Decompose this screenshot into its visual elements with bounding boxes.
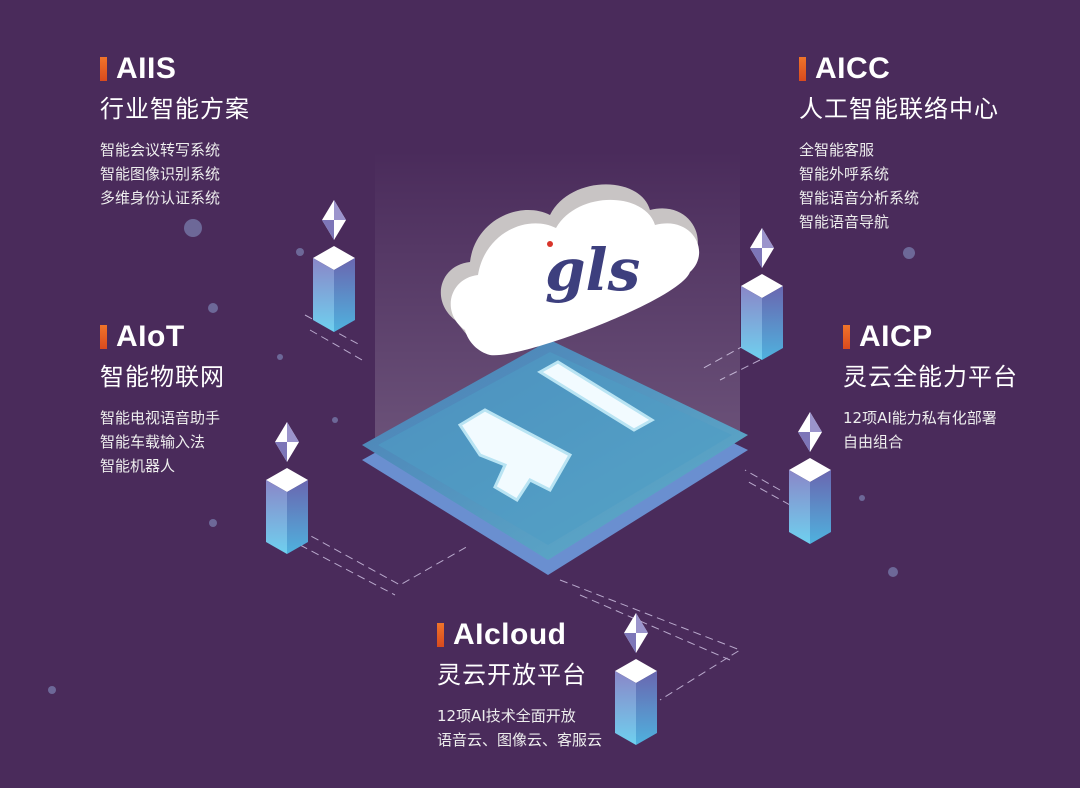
- accent-bar: [437, 623, 444, 647]
- list-item: 12项AI能力私有化部署: [843, 409, 997, 427]
- list-item: 智能车载输入法: [100, 433, 206, 451]
- list-item: 智能外呼系统: [799, 165, 890, 183]
- section-title: AIcloud: [453, 618, 567, 651]
- section-subtitle: 人工智能联络中心: [799, 95, 999, 123]
- accent-bar: [799, 57, 806, 81]
- section-title: AICC: [815, 52, 891, 85]
- section-aicp: AICP 灵云全能力平台 12项AI能力私有化部署自由组合: [843, 320, 1018, 454]
- list-item: 语音云、图像云、客服云: [437, 731, 603, 749]
- section-title: AIoT: [116, 320, 185, 353]
- list-item: 自由组合: [843, 433, 904, 451]
- section-subtitle: 灵云开放平台: [437, 661, 587, 689]
- accent-bar: [843, 325, 850, 349]
- pillar-icon: [615, 613, 657, 745]
- list-item: 多维身份认证系统: [100, 189, 221, 207]
- svg-text:gls: gls: [545, 236, 640, 304]
- section-title: AIIS: [116, 52, 177, 85]
- list-item: 智能语音分析系统: [799, 189, 920, 207]
- pillar-icon: [741, 228, 783, 360]
- section-title: AICP: [859, 320, 933, 353]
- accent-bar: [100, 325, 107, 349]
- accent-bar: [100, 57, 107, 81]
- glow-dots: [48, 219, 915, 694]
- pillar-icon: [789, 412, 831, 544]
- list-item: 智能机器人: [100, 457, 176, 475]
- section-aiot: AIoT 智能物联网 智能电视语音助手智能车载输入法智能机器人: [100, 320, 225, 478]
- list-item: 全智能客服: [799, 141, 875, 159]
- pillars: [266, 200, 831, 745]
- section-subtitle: 行业智能方案: [100, 95, 250, 123]
- section-aiis: AIIS 行业智能方案 智能会议转写系统智能图像识别系统多维身份认证系统: [100, 52, 250, 210]
- section-aicc: AICC 人工智能联络中心 全智能客服智能外呼系统智能语音分析系统智能语音导航: [799, 52, 999, 234]
- section-subtitle: 智能物联网: [100, 363, 225, 391]
- list-item: 智能电视语音助手: [100, 409, 221, 427]
- list-item: 智能语音导航: [799, 213, 890, 231]
- cloud-logo: gls: [440, 184, 700, 356]
- section-aicloud: AIcloud 灵云开放平台 12项AI技术全面开放语音云、图像云、客服云: [437, 618, 602, 752]
- pillar-icon: [313, 200, 355, 332]
- list-item: 智能图像识别系统: [100, 165, 221, 183]
- list-item: 12项AI技术全面开放: [437, 707, 576, 725]
- list-item: 智能会议转写系统: [100, 141, 221, 159]
- ai-3d-letters: [457, 360, 655, 503]
- section-subtitle: 灵云全能力平台: [843, 363, 1018, 391]
- pillar-icon: [266, 422, 308, 554]
